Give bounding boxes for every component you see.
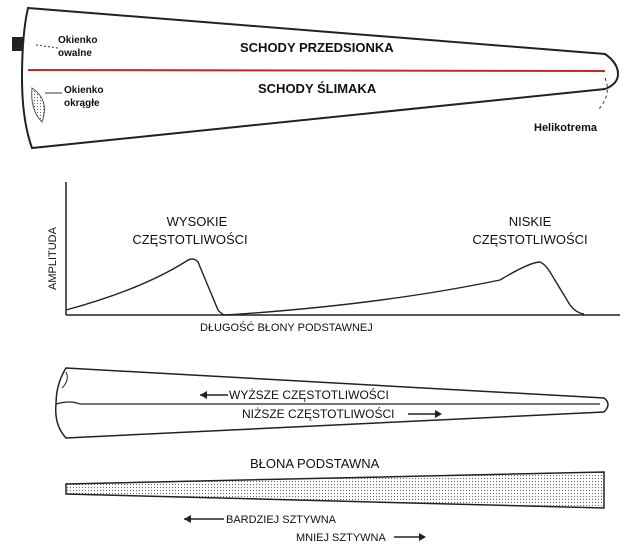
high-frequency-label-1: WYSOKIE: [167, 214, 228, 229]
higher-frequencies-label: WYŻSZE CZĘSTOTLIWOŚCI: [229, 387, 389, 402]
y-axis-label: AMPLITUDA: [47, 226, 59, 290]
low-frequency-curve: [226, 262, 584, 315]
low-frequency-label-2: CZĘSTOTLIWOŚCI: [472, 232, 587, 247]
oval-window-label-1: Okienko: [58, 35, 97, 46]
scala-tympani-label: SCHODY ŚLIMAKA: [258, 81, 377, 96]
high-frequency-curve: [66, 259, 226, 315]
high-frequency-label-2: CZĘSTOTLIWOŚCI: [132, 232, 247, 247]
amplitude-chart: AMPLITUDA DŁUGOŚĆ BŁONY PODSTAWNEJ WYSOK…: [47, 182, 620, 334]
x-axis-label: DŁUGOŚĆ BŁONY PODSTAWNEJ: [200, 321, 373, 334]
round-window-label-2: okrągłe: [64, 98, 100, 109]
basilar-partition: [28, 70, 605, 71]
helicotrema-label: Helikotrema: [534, 122, 598, 134]
frequency-map: WYŻSZE CZĘSTOTLIWOŚCI NIŻSZE CZĘSTOTLIWO…: [56, 368, 608, 438]
scala-vestibuli-label: SCHODY PRZEDSIONKA: [240, 40, 394, 55]
low-frequency-label-1: NISKIE: [509, 214, 552, 229]
oval-window-label-2: owalne: [58, 48, 92, 59]
lower-frequencies-label: NIŻSZE CZĘSTOTLIWOŚCI: [242, 406, 394, 421]
left-arrow-icon: [184, 515, 191, 523]
tonotopic-outline: [56, 368, 608, 438]
stiffer-label: BARDZIEJ SZTYWNA: [226, 514, 337, 526]
basilar-membrane-title: BŁONA PODSTAWNA: [250, 456, 380, 471]
basilar-membrane: BŁONA PODSTAWNA BARDZIEJ SZTYWNA MNIEJ S…: [66, 456, 604, 544]
cochlea-outline: [22, 8, 618, 148]
uncoiled-cochlea: Okienko owalne Okienko okrągłe SCHODY PR…: [12, 8, 618, 148]
membrane-wedge: [66, 472, 604, 508]
less-stiff-label: MNIEJ SZTYWNA: [296, 532, 386, 544]
right-arrow-icon: [419, 533, 426, 541]
round-window-label-1: Okienko: [64, 85, 103, 96]
